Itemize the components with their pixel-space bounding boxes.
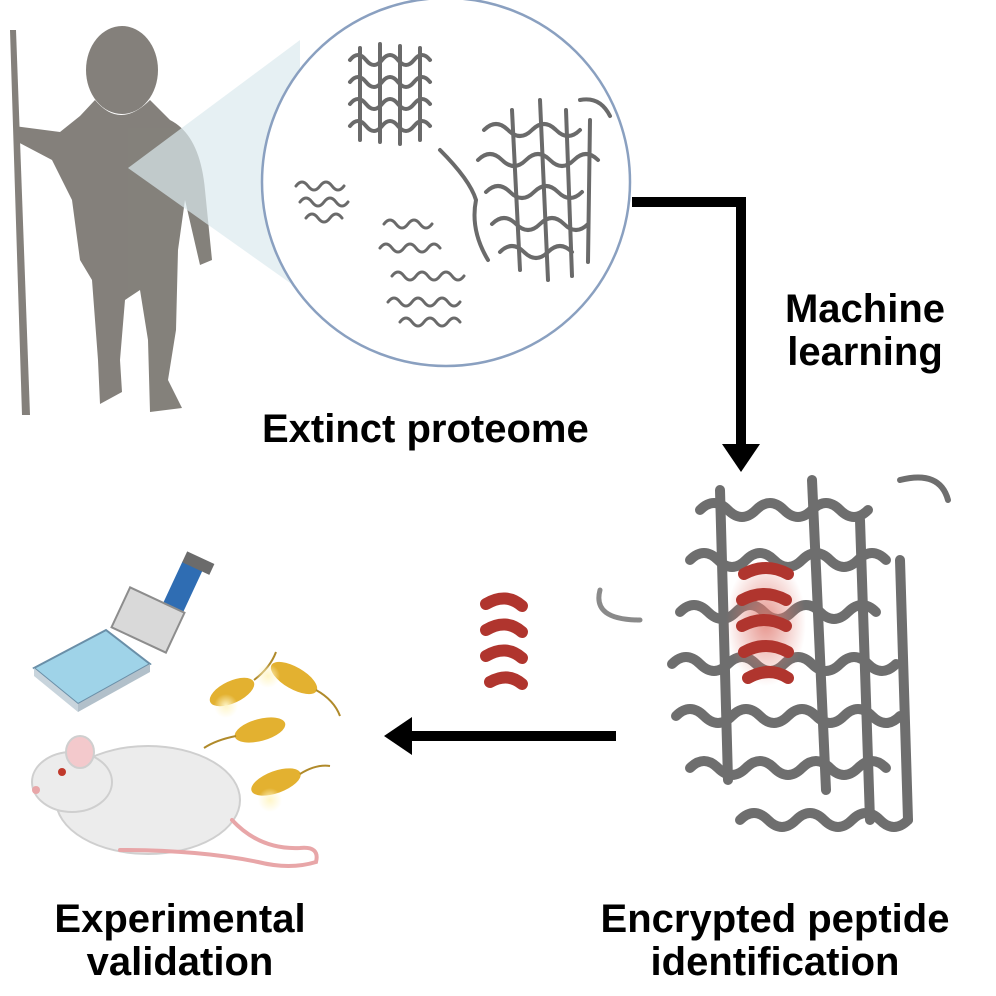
arrow-to-identification	[632, 197, 760, 472]
experimental-line1: Experimental	[54, 897, 306, 941]
pipette-icon	[110, 551, 215, 654]
encrypted-line2: identification	[650, 940, 900, 985]
machine-learning-label: Machine learning	[760, 287, 970, 375]
experimental-line2: validation	[86, 940, 274, 985]
protein-structure-icon	[294, 42, 612, 328]
experimental-validation-label: Experimental validation	[10, 897, 350, 985]
machine-learning-line1: Machine	[784, 287, 946, 331]
magnifier-cone	[128, 40, 300, 290]
arrow-to-validation	[384, 717, 616, 755]
encrypted-line1: Encrypted peptide	[600, 897, 950, 941]
well-plate-icon	[32, 628, 152, 712]
encrypted-peptide-identification-label: Encrypted peptide identification	[560, 897, 990, 985]
bacteria-icon	[203, 651, 341, 812]
encrypted-peptide-highlight	[736, 562, 794, 684]
proteome-circle	[260, 0, 632, 368]
peptide-helix-icon	[480, 592, 528, 690]
machine-learning-line2: learning	[787, 330, 943, 375]
extinct-proteome-label: Extinct proteome	[262, 407, 589, 451]
human-silhouette-icon	[10, 26, 212, 415]
mouse-icon	[31, 735, 319, 868]
